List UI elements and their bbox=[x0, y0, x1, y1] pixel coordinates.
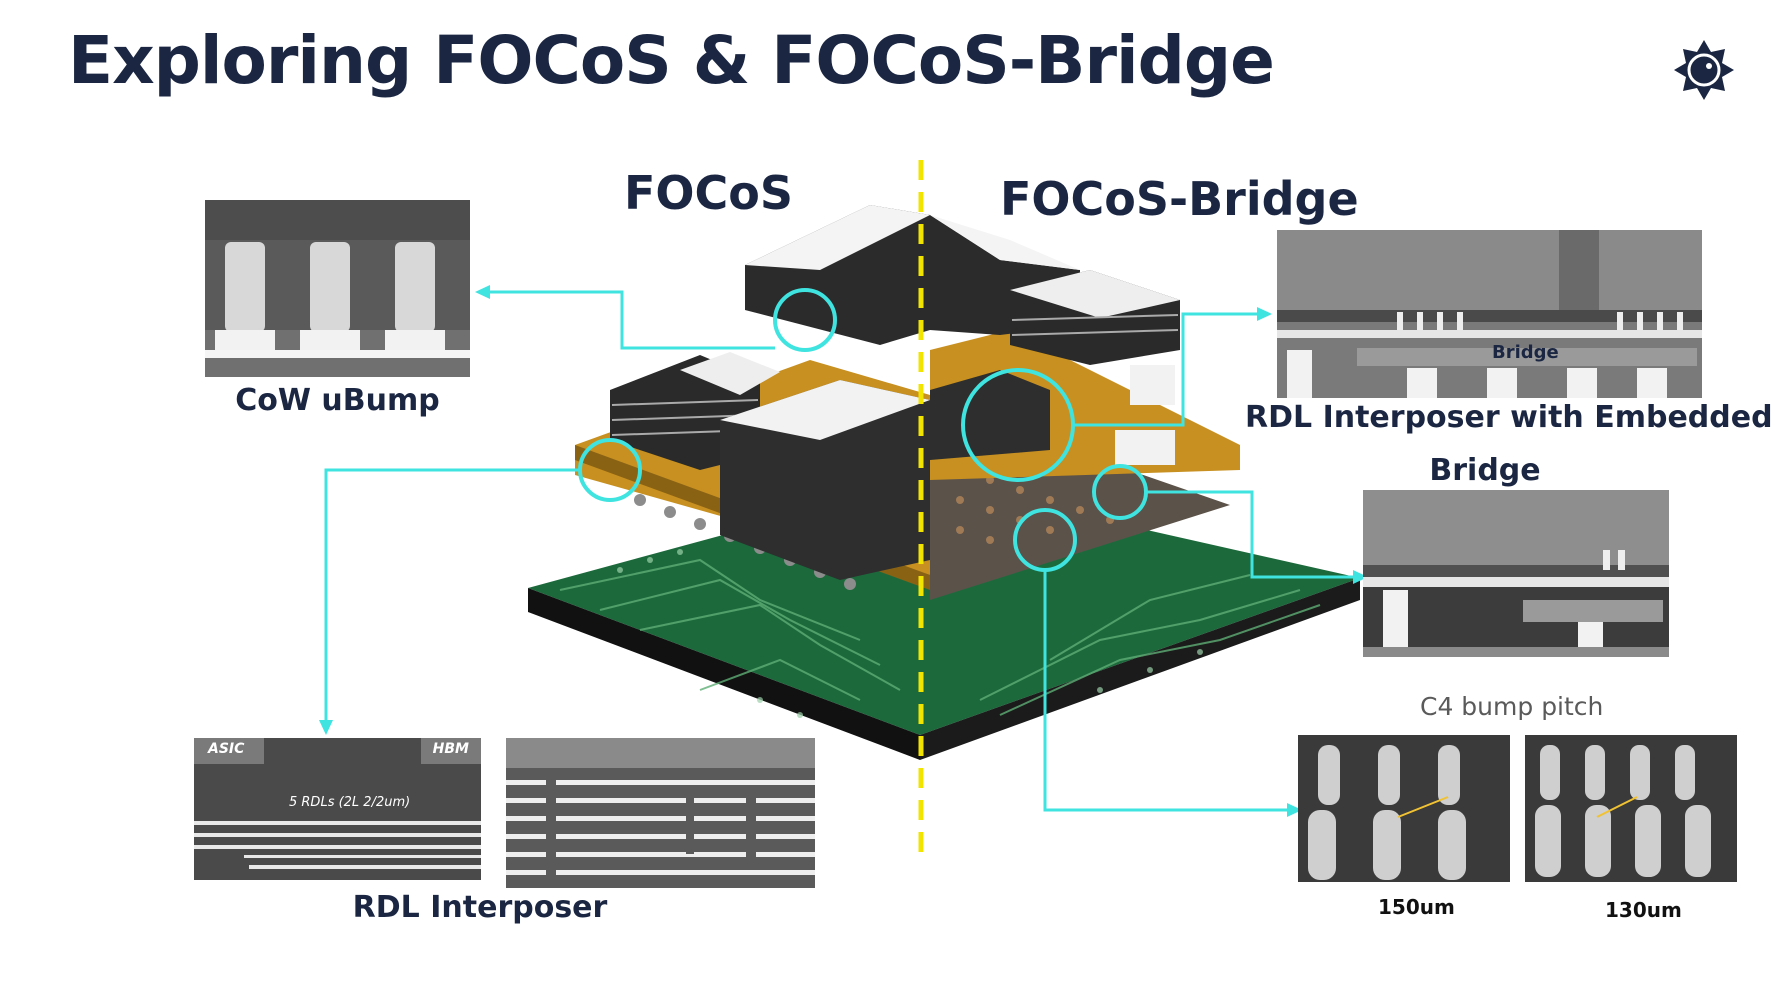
rdl-embedded-bridge-image: Bridge bbox=[1277, 230, 1702, 398]
bridge-tag: Bridge bbox=[1492, 342, 1559, 363]
rdl-embedded-label-line2: Bridge bbox=[1429, 453, 1541, 488]
pitch-130-label: 130um bbox=[1605, 898, 1682, 922]
c4-bump-pitch-title: C4 bump pitch bbox=[1420, 692, 1604, 721]
embedded-bridge-connector bbox=[1073, 312, 1260, 427]
focos-header: FOCoS bbox=[624, 166, 794, 220]
ubump-connector bbox=[485, 290, 775, 350]
rdl-embedded-label-line1: RDL Interposer with Embedded bbox=[1245, 400, 1773, 435]
hbm-tag: HBM bbox=[432, 741, 469, 757]
asic-tag: ASIC bbox=[208, 741, 245, 757]
rdl-spec-tag: 5 RDLs (2L 2/2um) bbox=[289, 795, 411, 810]
c4-130um-image bbox=[1525, 735, 1737, 882]
cow-ubump-image bbox=[205, 200, 470, 377]
bridge-connector bbox=[1146, 490, 1355, 579]
bridge-sem-image bbox=[1363, 490, 1669, 657]
c4-150um-image bbox=[1298, 735, 1510, 882]
cow-ubump-label: CoW uBump bbox=[235, 383, 440, 418]
ubump-callout-circle bbox=[773, 288, 837, 352]
rdl-connector bbox=[324, 468, 580, 725]
focos-bridge-header: FOCoS-Bridge bbox=[1000, 172, 1359, 226]
rdl-interposer-image-2 bbox=[506, 738, 815, 888]
pcb-substrate bbox=[528, 480, 1360, 760]
rdl-interposer-image-1: ASIC HBM 5 RDLs (2L 2/2um) bbox=[194, 738, 481, 880]
slide-title: Exploring FOCoS & FOCoS-Bridge bbox=[68, 22, 1275, 99]
rdl-interposer-label: RDL Interposer bbox=[352, 890, 608, 925]
c4-connector bbox=[1043, 570, 1290, 812]
pitch-150-label: 150um bbox=[1378, 895, 1455, 919]
